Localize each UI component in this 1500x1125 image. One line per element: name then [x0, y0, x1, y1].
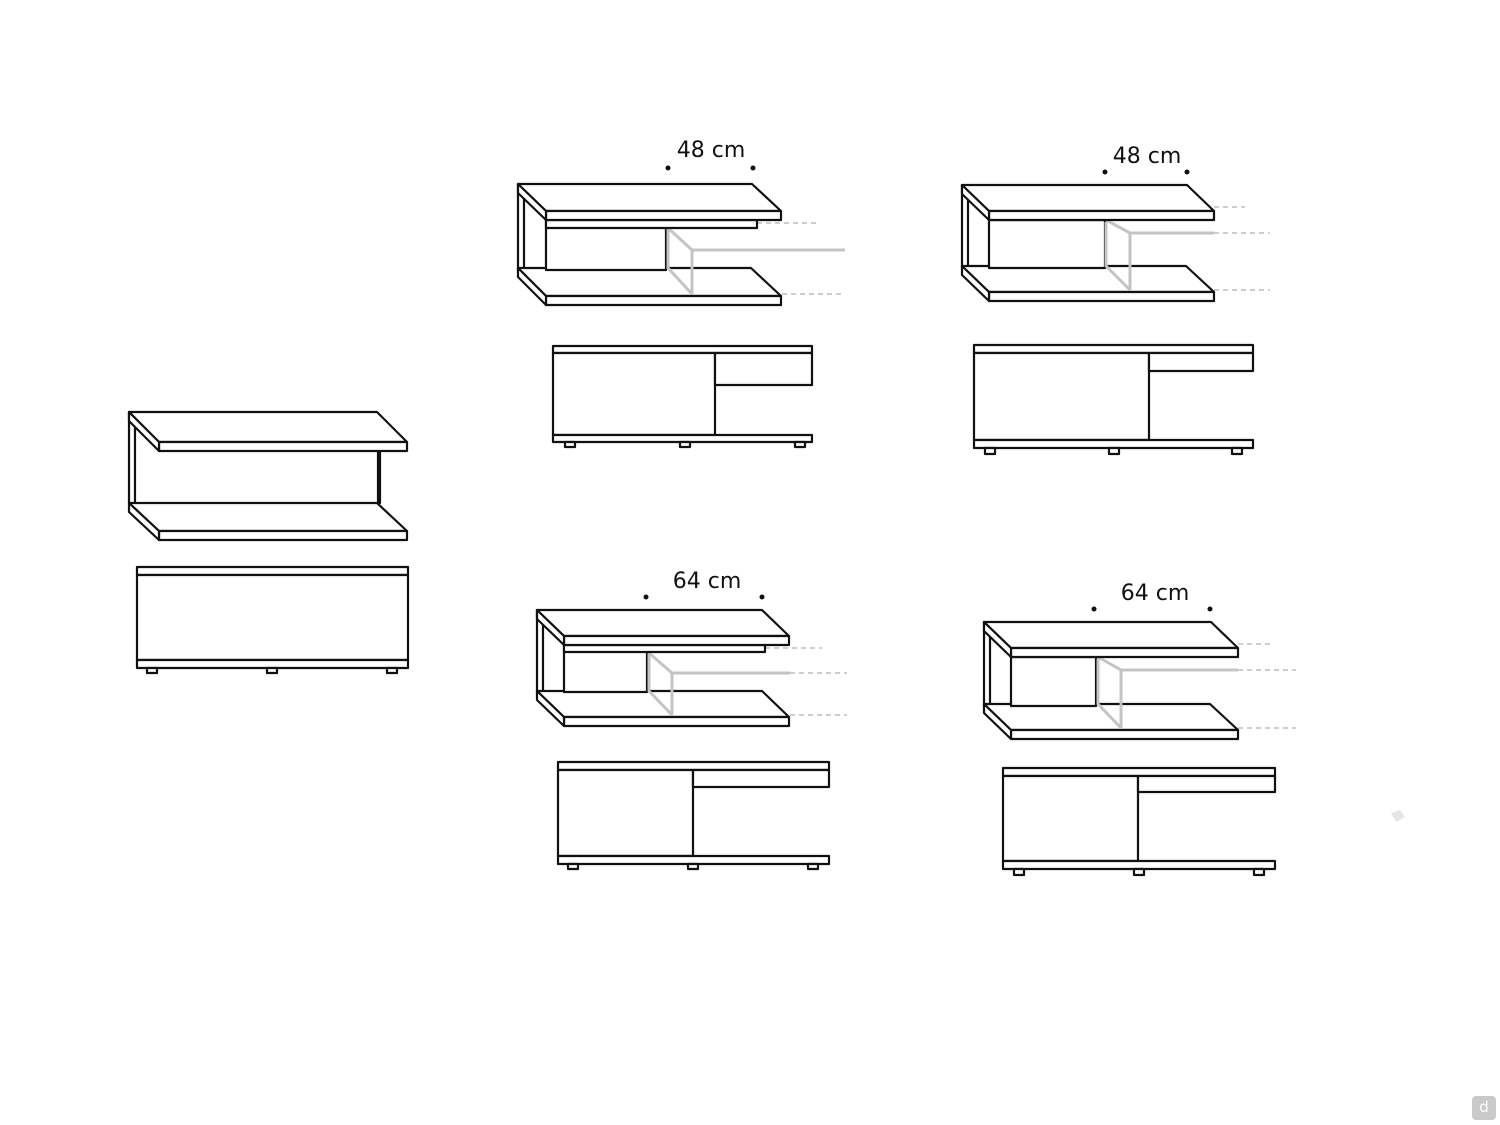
dimension-label-48cm-a: 48 cm: [676, 138, 746, 163]
base-unit-front: [135, 565, 410, 675]
dimension-label-64cm-c: 64 cm: [672, 569, 742, 594]
variant-48cm-a-perspective: [516, 165, 845, 307]
brand-logo-icon: d: [1472, 1096, 1496, 1120]
base-unit-perspective: [127, 410, 409, 542]
base-unit: [127, 410, 410, 675]
variant-48cm-b-perspective: [960, 169, 1270, 303]
variant-64cm-c: [535, 594, 847, 871]
variant-48cm-a: [516, 165, 845, 449]
dimension-label-64cm-d: 64 cm: [1120, 581, 1190, 606]
variant-64cm-d-front: [1001, 766, 1277, 877]
variant-64cm-d-perspective: [982, 606, 1296, 741]
variant-48cm-b: [960, 169, 1270, 456]
variant-64cm-d: [982, 606, 1296, 877]
variant-64cm-c-perspective: [535, 594, 847, 728]
variant-48cm-b-front: [972, 343, 1255, 456]
variant-64cm-c-front: [556, 760, 831, 871]
dimension-label-48cm-b: 48 cm: [1112, 144, 1182, 169]
stray-mark: [1391, 810, 1405, 822]
variant-48cm-a-front: [551, 344, 814, 449]
